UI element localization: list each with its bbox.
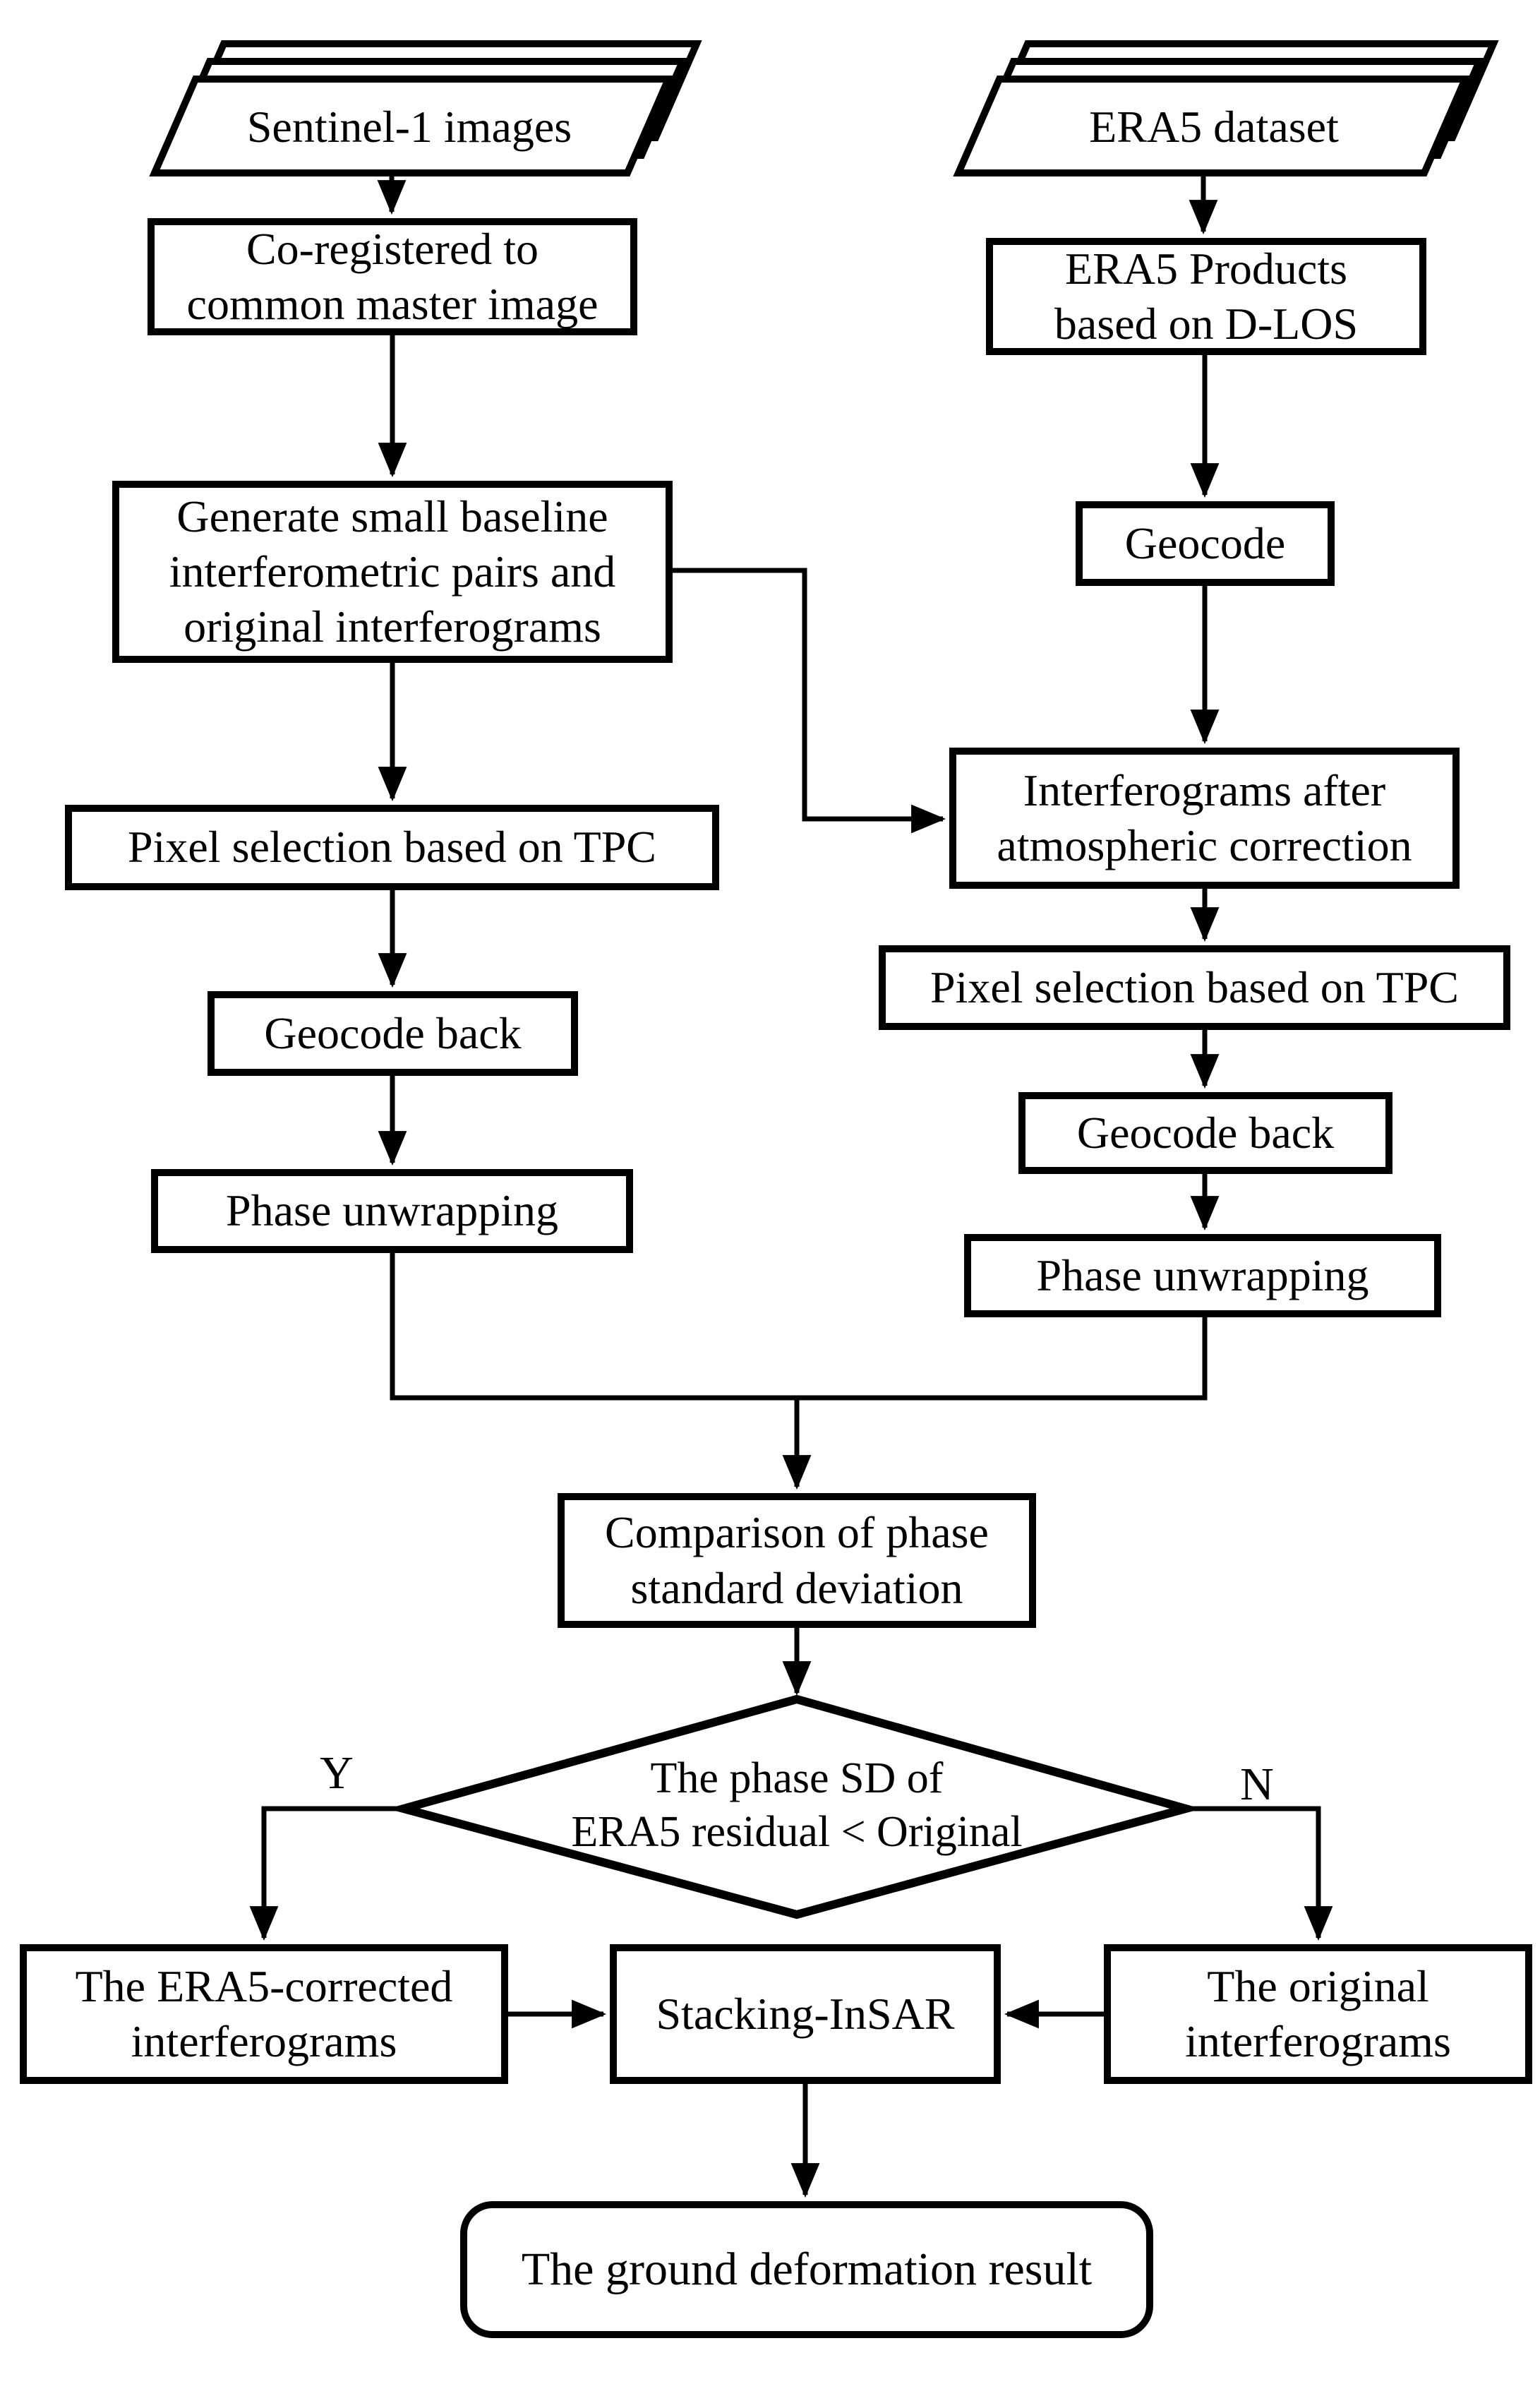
node-geocode: Geocode: [1076, 501, 1335, 586]
decision-no-label: N: [1240, 1759, 1274, 1810]
node-decision: The phase SD of ERA5 residual < Original: [571, 1754, 1023, 1856]
arrow-decision-yes: [249, 1806, 404, 1941]
node-era5-corrected-interferograms: The ERA5-corrected interferograms: [20, 1944, 508, 2084]
node-phase-unwrapping-left: Phase unwrapping: [151, 1169, 633, 1253]
node-original-interferograms: The original interferograms: [1104, 1944, 1532, 2084]
era5-stack-shape: [953, 40, 1499, 176]
node-sentinel-images: Sentinel-1 images: [246, 101, 572, 152]
node-pixel-selection-left: Pixel selection based on TPC: [65, 805, 719, 890]
node-pixel-selection-right: Pixel selection based on TPC: [879, 945, 1510, 1030]
node-interferograms-corrected: Interferograms after atmospheric correct…: [949, 748, 1460, 889]
arrow-decision-no: [1186, 1806, 1333, 1941]
node-phase-unwrapping-right: Phase unwrapping: [964, 1234, 1441, 1317]
node-ground-deformation-result: The ground deformation result: [460, 2201, 1153, 2338]
arrow-generate-to-interferograms: [673, 568, 946, 834]
decision-yes-label: Y: [320, 1747, 354, 1799]
node-comparison: Comparison of phase standard deviation: [558, 1493, 1036, 1628]
node-geocode-back-right: Geocode back: [1018, 1092, 1392, 1174]
node-geocode-back-left: Geocode back: [207, 991, 578, 1076]
node-era5-products: ERA5 Products based on D-LOS: [986, 238, 1426, 355]
node-era5-dataset: ERA5 dataset: [1089, 101, 1339, 152]
flow-arrows: [249, 172, 1333, 2198]
sentinel-stack-shape: [149, 40, 702, 176]
node-coregistered: Co-registered to common master image: [148, 218, 637, 335]
node-stacking-insar: Stacking-InSAR: [610, 1944, 1001, 2084]
node-generate-pairs: Generate small baseline interferometric …: [112, 481, 673, 663]
decision-diamond-shape: [387, 1694, 1202, 1919]
